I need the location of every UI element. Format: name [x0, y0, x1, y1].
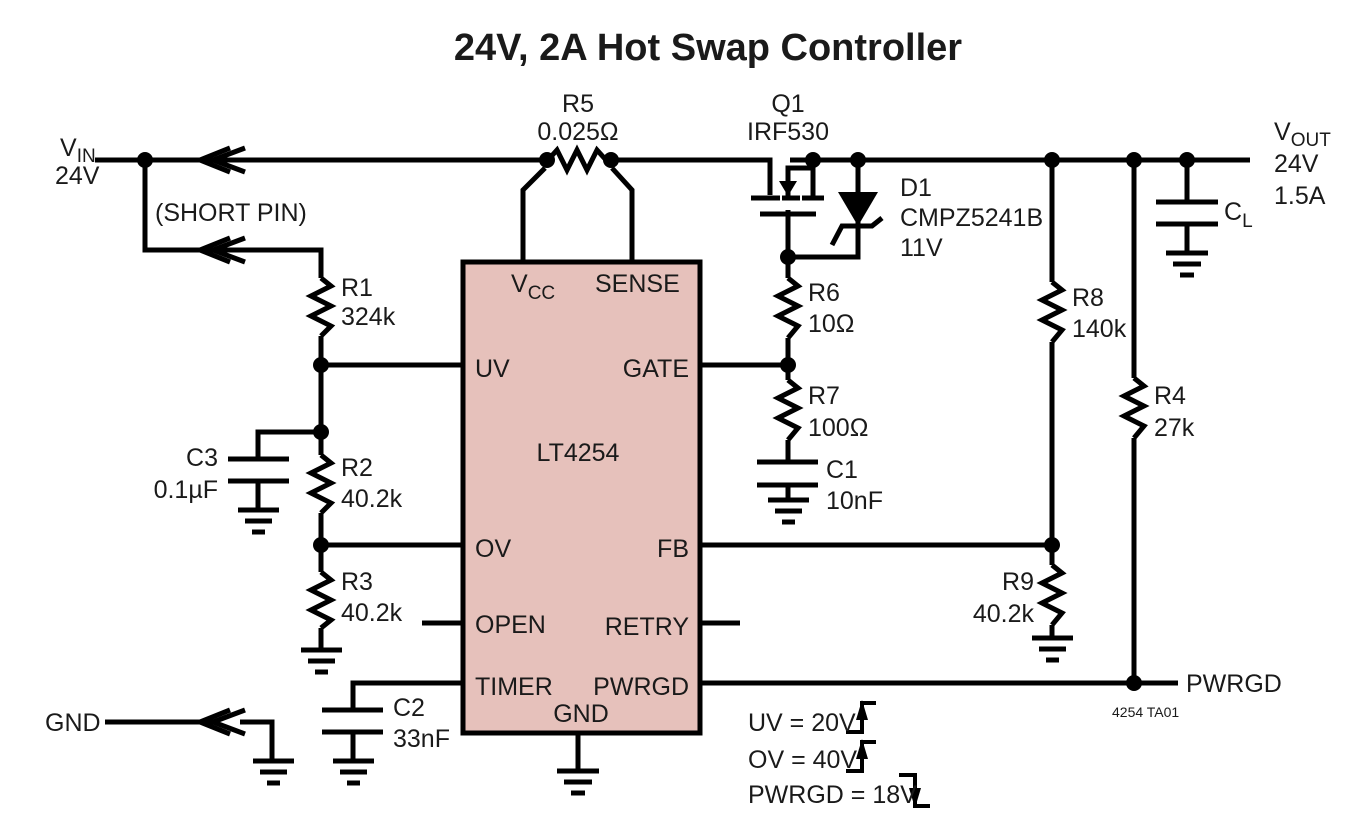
- r2-ref: R2: [341, 454, 373, 482]
- r4-ref: R4: [1154, 382, 1186, 410]
- vcc-wire: [520, 166, 547, 262]
- ground-icon: [238, 507, 279, 535]
- figure-id: 4254 TA01: [1112, 704, 1179, 720]
- sense-to-drain-wire: [614, 157, 773, 195]
- ground-icon: [301, 647, 342, 675]
- ic-lt4254: [460, 259, 703, 736]
- ground-icon: [333, 758, 374, 786]
- r4-value: 27k: [1154, 414, 1195, 442]
- connector-chevron-short-pin: [193, 235, 246, 265]
- vout-label: VOUT: [1274, 118, 1331, 151]
- r5-value: 0.025Ω: [537, 118, 618, 146]
- r3-ref: R3: [341, 568, 373, 596]
- r9-ref: R9: [1002, 568, 1034, 596]
- ground-icon: [768, 497, 809, 525]
- c2-ref: C2: [393, 694, 425, 722]
- resistor-r4: [1118, 376, 1150, 440]
- capacitor-cl: [1156, 199, 1218, 227]
- r5-ref: R5: [562, 90, 594, 118]
- r2-value: 40.2k: [341, 485, 403, 513]
- capacitor-c1: [757, 459, 818, 500]
- capacitor-c2: [322, 707, 383, 761]
- resistor-r7: [772, 378, 804, 442]
- resistor-r2: [305, 453, 337, 515]
- rising-edge-icon: [846, 700, 876, 734]
- pin-fb: FB: [657, 535, 689, 563]
- r3-value: 40.2k: [341, 599, 403, 627]
- pin-gnd: GND: [553, 700, 609, 728]
- resistor-r6: [772, 276, 804, 340]
- c1-value: 10nF: [826, 487, 883, 515]
- r6-ref: R6: [808, 279, 840, 307]
- pin-vcc: VCC: [511, 270, 555, 304]
- falling-edge-icon: [899, 773, 930, 808]
- vout-voltage: 24V: [1274, 150, 1319, 178]
- r7-value: 100Ω: [808, 414, 868, 442]
- zener-anode-wire: [788, 222, 861, 260]
- c3-value: 0.1µF: [154, 476, 218, 504]
- vin-voltage: 24V: [55, 162, 100, 190]
- threshold-uv: UV = 20V: [748, 709, 856, 737]
- ic-part-number: LT4254: [537, 439, 620, 467]
- d1-ref: D1: [900, 174, 932, 202]
- r7-ref: R7: [808, 382, 840, 410]
- short-pin-note: (SHORT PIN): [155, 199, 307, 227]
- q1-value: IRF530: [747, 118, 829, 146]
- pin-sense: SENSE: [595, 270, 680, 298]
- resistor-r3: [305, 570, 337, 630]
- rising-edge-icon: [846, 739, 876, 773]
- q1-ref: Q1: [771, 90, 804, 118]
- threshold-ov: OV = 40V: [748, 746, 857, 774]
- r8-ref: R8: [1072, 284, 1104, 312]
- ground-icon: [1166, 250, 1208, 278]
- threshold-pwrgd: PWRGD = 18V: [748, 781, 917, 809]
- schematic-title: 24V, 2A Hot Swap Controller: [454, 27, 962, 69]
- ground-icon: [557, 768, 599, 796]
- ground-icon: [253, 758, 294, 786]
- capacitor-c3: [228, 456, 289, 510]
- c1-ref: C1: [826, 456, 858, 484]
- c3-top-wire: [255, 429, 321, 458]
- mosfet-q1: [751, 160, 824, 217]
- c2-value: 33nF: [393, 725, 450, 753]
- pin-retry: RETRY: [605, 613, 690, 641]
- connector-chevron-vin: [193, 145, 246, 175]
- r8-value: 140k: [1072, 315, 1127, 343]
- r9-value: 40.2k: [973, 600, 1035, 628]
- pin-open: OPEN: [475, 611, 546, 639]
- gnd-label: GND: [45, 709, 101, 737]
- resistor-r9: [1036, 563, 1068, 627]
- r1-value: 324k: [341, 303, 396, 331]
- junction-dots: [137, 152, 1195, 691]
- cl-ref: CL: [1224, 198, 1253, 232]
- resistor-r5: [546, 144, 608, 176]
- resistor-r1: [305, 276, 337, 338]
- timer-wire: [350, 680, 463, 712]
- connector-chevron-gnd: [193, 707, 246, 737]
- vout-current: 1.5A: [1274, 182, 1326, 210]
- pin-uv: UV: [475, 355, 510, 383]
- sense-wire: [610, 166, 635, 262]
- pwrgd-output-label: PWRGD: [1186, 670, 1282, 698]
- r1-ref: R1: [341, 274, 373, 302]
- pin-ov: OV: [475, 535, 511, 563]
- ground-icon: [1032, 635, 1073, 663]
- vin-label: VIN: [60, 134, 96, 167]
- d1-voltage: 11V: [900, 234, 943, 262]
- pin-pwrgd: PWRGD: [593, 673, 689, 701]
- r6-value: 10Ω: [808, 310, 855, 338]
- d1-value: CMPZ5241B: [900, 204, 1043, 232]
- resistor-r8: [1036, 280, 1068, 344]
- short-pin-wire: [142, 160, 324, 278]
- pin-timer: TIMER: [475, 673, 553, 701]
- pin-gate: GATE: [623, 355, 689, 383]
- c3-ref: C3: [186, 444, 218, 472]
